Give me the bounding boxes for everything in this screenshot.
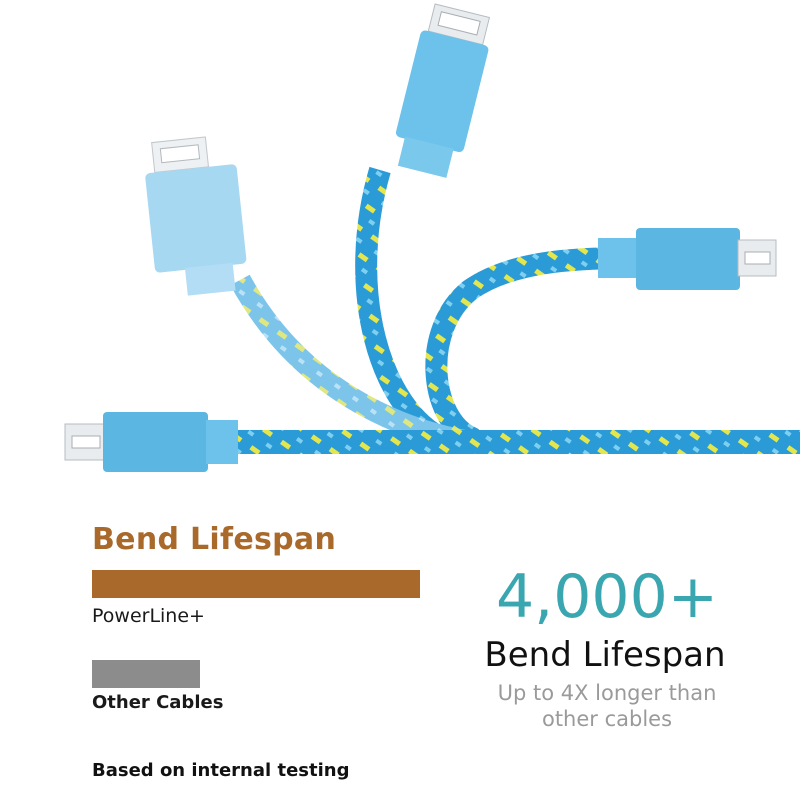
highlight-value: 4,000+ <box>495 562 719 632</box>
highlight-label: Bend Lifespan <box>484 635 726 675</box>
other-cables-label: Other Cables <box>92 692 224 713</box>
section-title: Bend Lifespan <box>92 522 337 557</box>
highlight-detail-line2: other cables <box>541 707 673 731</box>
highlight-detail: Up to 4X longer than other cables <box>462 680 752 732</box>
cable-main <box>210 430 800 454</box>
footnote: Based on internal testing <box>92 760 350 781</box>
highlight-detail-line1: Up to 4X longer than <box>497 681 717 705</box>
connector-middle <box>395 3 491 178</box>
connector-main <box>64 412 238 472</box>
cable-right <box>425 247 641 449</box>
powerline-label: PowerLine+ <box>92 605 205 627</box>
powerline-bar <box>92 570 420 598</box>
connector-left <box>145 136 247 296</box>
connector-right <box>598 228 777 290</box>
other-cables-bar <box>92 660 200 688</box>
braided-cables-illustration <box>64 3 800 472</box>
